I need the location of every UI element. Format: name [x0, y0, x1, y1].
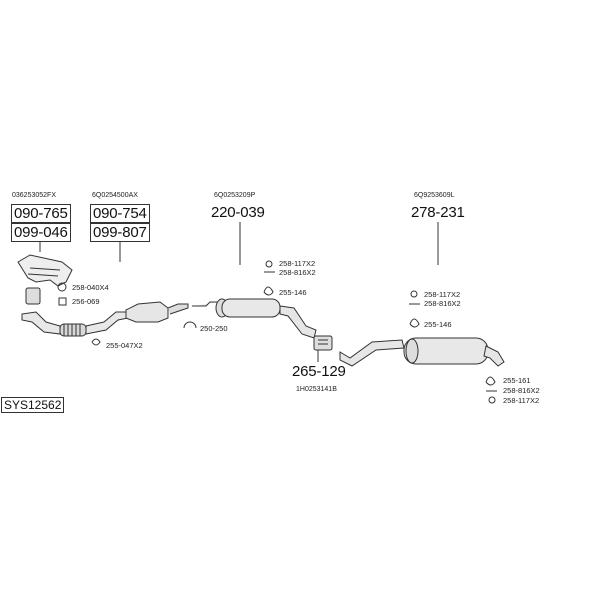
ring-icon — [265, 260, 273, 268]
catalytic-converter — [125, 301, 189, 323]
oem-number: 6Q9253609L — [414, 192, 455, 199]
accessory-number[interactable]: 256-069 — [72, 297, 100, 306]
accessory-number[interactable]: 258-816X2 — [279, 268, 316, 277]
rear-silencer — [403, 337, 505, 367]
accessory-number[interactable]: 255-146 — [279, 288, 307, 297]
accessory-number[interactable]: 255-161 — [503, 376, 531, 385]
diagram-id: SYS12562 — [1, 397, 65, 413]
exhaust-manifold — [17, 254, 73, 305]
accessory-number[interactable]: 258-117X2 — [503, 396, 540, 405]
ring-icon — [410, 290, 418, 298]
rubber-mount-icon — [91, 338, 101, 346]
oem-number: 6Q0253209P — [214, 192, 256, 199]
part-number[interactable]: 099-807 — [90, 223, 150, 242]
accessory-number[interactable]: 255-146 — [424, 320, 452, 329]
part-number[interactable]: 090-754 — [90, 204, 150, 223]
part-number[interactable]: 090-765 — [11, 204, 71, 223]
accessory-number[interactable]: 258-040X4 — [72, 283, 109, 292]
oem-number: 6Q0254500AX — [92, 192, 138, 199]
accessory-number[interactable]: 255-047X2 — [106, 341, 143, 350]
rubber-mount-icon — [485, 376, 496, 386]
accessory-number[interactable]: 258-117X2 — [424, 290, 461, 299]
clamp-icon — [183, 321, 197, 329]
part-number[interactable]: 265-129 — [292, 363, 346, 380]
part-number[interactable]: 220-039 — [211, 204, 265, 221]
pipe-clamp — [313, 335, 333, 351]
accessory-number[interactable]: 258-816X2 — [503, 386, 540, 395]
accessory-number[interactable]: 250-250 — [200, 324, 228, 333]
part-number[interactable]: 099-046 — [11, 223, 71, 242]
oem-number: 036253052FX — [12, 192, 56, 199]
accessory-number[interactable]: 258-816X2 — [424, 299, 461, 308]
rear-pipe — [339, 339, 405, 367]
gasket-icon — [58, 297, 67, 306]
front-pipe — [21, 311, 129, 337]
accessory-number[interactable]: 258-117X2 — [279, 259, 316, 268]
rubber-mount-icon — [409, 318, 420, 328]
nut-icon — [57, 282, 67, 292]
ring-icon — [488, 396, 496, 404]
part-number[interactable]: 278-231 — [411, 204, 465, 221]
oem-number: 1H0253141B — [296, 386, 337, 393]
rubber-mount-icon — [263, 286, 274, 296]
middle-silencer — [192, 298, 317, 339]
